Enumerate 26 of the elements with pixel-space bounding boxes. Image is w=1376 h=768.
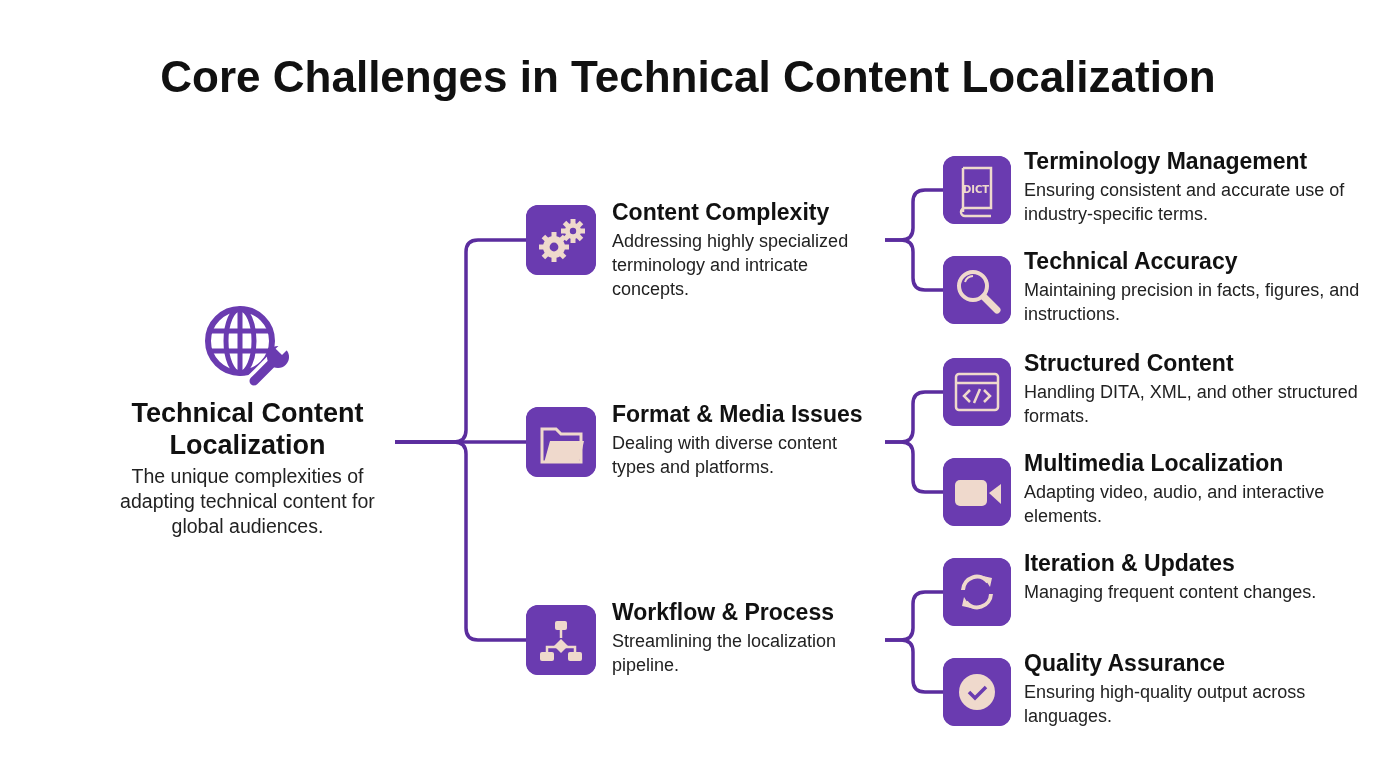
node-heading: Multimedia Localization: [1024, 450, 1285, 478]
node-description: Managing frequent content changes.: [1024, 580, 1318, 604]
node-heading: Structured Content: [1024, 350, 1235, 378]
node-description: Ensuring high-quality output across languages.: [1024, 680, 1307, 728]
connector-line: [885, 238, 943, 292]
node-description: Addressing highly specialized terminology and intricate concepts.: [612, 229, 850, 302]
node-heading: Quality Assurance: [1024, 650, 1227, 678]
node-heading: Terminology Management: [1024, 148, 1309, 176]
node-heading: Iteration & Updates: [1024, 550, 1236, 578]
node-description: Dealing with diverse content types and platforms.: [612, 431, 839, 479]
connector-line: [395, 440, 526, 642]
book-title-text: DICT: [963, 184, 990, 195]
connector-line: [885, 638, 943, 694]
node-heading: Format & Media Issues: [612, 401, 864, 429]
node-description: Handling DITA, XML, and other structured formats.: [1024, 380, 1359, 428]
node-description: Ensuring consistent and accurate use of industry-specific terms.: [1024, 178, 1346, 226]
node-heading: Workflow & Process: [612, 599, 835, 627]
node-description: The unique complexities of adapting technical content for global audiences.: [119, 463, 376, 540]
node-description: Maintaining precision in facts, figures, and instructions.: [1024, 278, 1361, 326]
node-heading: Content Complexity: [612, 199, 831, 227]
connector-line: [885, 440, 943, 494]
node-heading: Technical Content Localization: [130, 397, 365, 462]
node-description: Adapting video, audio, and interactive elements.: [1024, 480, 1326, 528]
title: Core Challenges in Technical Content Localization: [159, 52, 1217, 102]
node-heading: Technical Accuracy: [1024, 248, 1239, 276]
node-description: Streamlining the localization pipeline.: [612, 629, 838, 677]
